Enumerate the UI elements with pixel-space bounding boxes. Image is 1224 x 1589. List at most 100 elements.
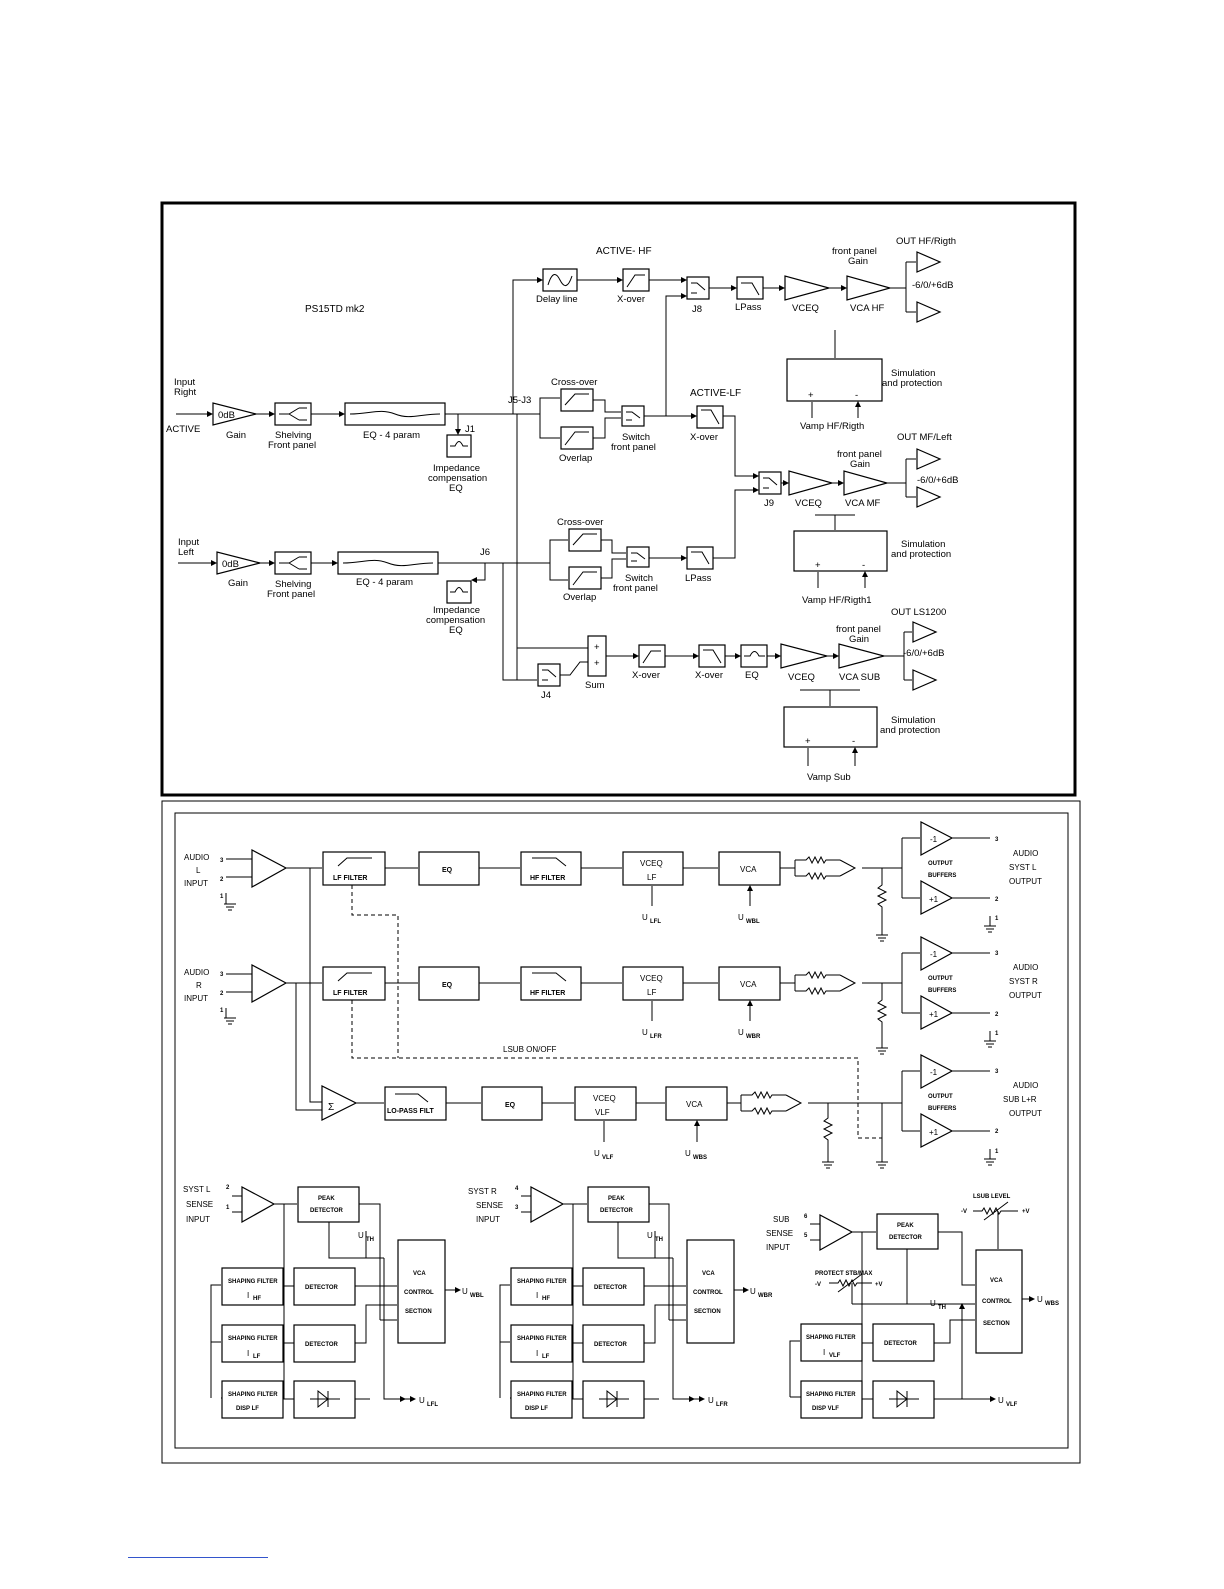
switch-j4 <box>537 663 561 687</box>
label-sub-th-l: TH <box>366 1237 374 1243</box>
vca-mf-amp <box>843 470 890 496</box>
label-simulation-mf-2: and protection <box>891 549 951 560</box>
label-lsub-plus-v: +V <box>1022 1209 1030 1215</box>
vca-control-sub <box>975 1249 1023 1354</box>
label-crossover-right: Cross-over <box>551 377 597 388</box>
shaping-disp-r <box>510 1380 573 1419</box>
label-out-l-1: AUDIO <box>1013 849 1038 858</box>
label-sense-r-2: SENSE <box>476 1201 503 1210</box>
bottom-frame-inner <box>174 812 1069 1449</box>
shaping-vlf-sub <box>800 1323 863 1362</box>
gain-amp-right <box>212 402 257 426</box>
label-shaping-disp-r: SHAPING FILTER <box>517 1392 567 1398</box>
label-impedance-right-3: EQ <box>449 483 463 494</box>
label-sub-wbl: WBL <box>746 919 760 925</box>
label-sum-plus-2: + <box>594 658 600 669</box>
label-vamp-hf: Vamp HF/Rigth <box>800 421 864 432</box>
lpass-hf-block <box>736 276 764 300</box>
label-shelving-right-1: Shelving <box>275 430 311 441</box>
detector-hf-l <box>293 1267 356 1306</box>
label-hf-filter-r: HF FILTER <box>530 990 565 997</box>
shaping-hf-l <box>221 1267 284 1306</box>
label-p1-sub: +1 <box>929 1128 939 1137</box>
label-u-wbr-out: U <box>750 1287 756 1296</box>
label-vceq-vlf: VLF <box>595 1108 610 1117</box>
label-sub-wbr: WBR <box>746 1034 761 1040</box>
pin-out-l-2: 2 <box>995 897 999 903</box>
label-disp-lf-l: DISP LF <box>236 1406 259 1412</box>
label-out-sub-2: SUB L+R <box>1003 1095 1037 1104</box>
label-input-left-1: Input <box>178 537 199 548</box>
label-impedance-left-2: compensation <box>426 615 485 626</box>
input-amp-r <box>251 964 288 1004</box>
label-eq-l: EQ <box>442 867 453 874</box>
label-lsub-minus-v: -V <box>961 1209 967 1215</box>
label-impedance-left-1: Impedance <box>433 605 480 616</box>
label-xover-lf: X-over <box>690 432 718 443</box>
label-sub-wbr-out: WBR <box>758 1293 773 1299</box>
label-input-right-1: Input <box>174 377 195 388</box>
label-u-lfl-out: U <box>419 1396 425 1405</box>
label-vca-sub: VCA SUB <box>839 672 880 683</box>
label-sim-sub-minus: - <box>852 736 855 747</box>
label-delay-line: Delay line <box>536 294 578 305</box>
label-gain-range-hf: -6/0/+6dB <box>912 280 953 291</box>
label-audio-l-2: L <box>196 866 201 875</box>
label-xover-hf: X-over <box>617 294 645 305</box>
label-out-hf: OUT HF/Rigth <box>896 236 956 247</box>
top-frame <box>160 201 1077 797</box>
label-0db-right: 0dB <box>218 410 235 421</box>
label-sim-mf-plus: + <box>815 560 821 571</box>
label-vca-r: VCA <box>740 980 757 989</box>
label-u-wbl-out: U <box>462 1287 468 1296</box>
label-u-th-sub: U <box>930 1299 936 1308</box>
label-out-l-3: OUTPUT <box>1009 877 1042 886</box>
buffer-p1-sub <box>920 1112 954 1148</box>
circuit-schematic: AUDIO L INPUT 3 2 1 LF FILTER EQ HF FILT… <box>161 800 1081 1464</box>
sense-section-l: SYST L SENSE INPUT 2 1 PEAK DETECTOR SHA… <box>183 1185 484 1419</box>
label-shelving-right-2: Front panel <box>268 440 316 451</box>
label-gain-right: Gain <box>226 430 246 441</box>
label-vca-control-sub-1: VCA <box>990 1278 1003 1284</box>
sum-amp <box>321 1085 358 1121</box>
bottom-frame-outer <box>161 800 1081 1464</box>
label-buffers-sub-1: OUTPUT <box>928 1094 953 1100</box>
out-hf-amp-bottom <box>916 301 942 323</box>
sense-amp-sub <box>819 1214 854 1252</box>
buffer-p1-l <box>920 879 954 915</box>
label-eq4-left: EQ - 4 param <box>356 577 413 588</box>
label-impedance-right-1: Impedance <box>433 463 480 474</box>
label-shaping-hf-r: SHAPING FILTER <box>517 1279 567 1285</box>
label-j1: J1 <box>465 424 475 435</box>
buffer-m1-sub <box>920 1054 954 1090</box>
label-u-lfr: U <box>642 1028 648 1037</box>
label-lf-r-sub: LF <box>542 1354 550 1360</box>
label-peak-sub-1: PEAK <box>897 1223 914 1229</box>
label-simulation-hf-2: and protection <box>882 378 942 389</box>
label-u-vlf-1: U <box>594 1149 600 1158</box>
vca-hf-amp <box>846 275 893 301</box>
simulation-mf-block <box>793 530 888 572</box>
label-i-lf-l: I <box>247 1349 249 1358</box>
label-m1-r: -1 <box>930 950 938 959</box>
label-vceq-sub-b: VCEQ <box>593 1094 616 1103</box>
footer-link-underline[interactable] <box>128 1557 268 1558</box>
label-sense-l-1: SYST L <box>183 1185 211 1194</box>
label-sense-sub-2: SENSE <box>766 1229 793 1238</box>
switch-left-block <box>626 546 650 568</box>
label-sub-wbs-out: WBS <box>1045 1301 1059 1307</box>
label-vca-mf: VCA MF <box>845 498 881 509</box>
label-i-lf-r: I <box>536 1349 538 1358</box>
pin-sense-sub-6: 6 <box>804 1214 808 1220</box>
label-simulation-sub-1: Simulation <box>891 715 935 726</box>
label-active-hf: ACTIVE- HF <box>596 246 652 257</box>
label-peak-l-1: PEAK <box>318 1196 335 1202</box>
label-vca-control-sub-2: CONTROL <box>982 1299 1012 1305</box>
label-vceq-mf: VCEQ <box>795 498 822 509</box>
label-switch-left-2: front panel <box>613 583 658 594</box>
label-crossover-left: Cross-over <box>557 517 603 528</box>
out-mf-amp-bottom <box>916 486 942 508</box>
label-buffers-sub-2: BUFFERS <box>928 1106 956 1112</box>
simulation-sub-block <box>783 706 878 748</box>
